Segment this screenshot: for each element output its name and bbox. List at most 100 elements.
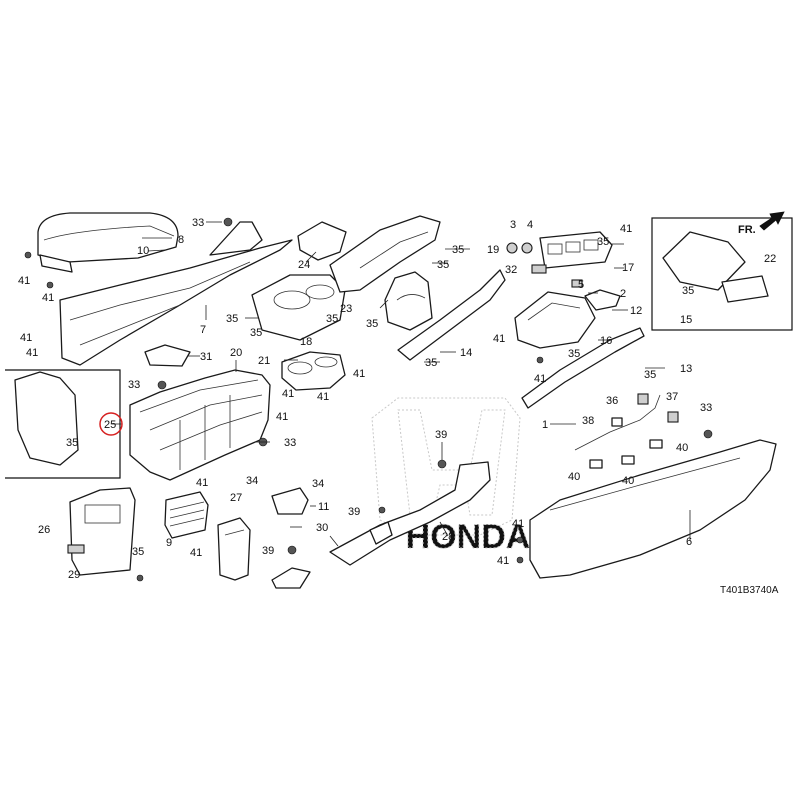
callout-35: 35 — [326, 313, 338, 325]
arrow-icon — [759, 211, 785, 231]
part-duct — [271, 461, 491, 589]
diagram-code: T401B3740A — [720, 585, 779, 596]
callout-11: 11 — [318, 501, 329, 513]
part-bracket-11 — [271, 487, 309, 515]
callout-35: 35 — [568, 348, 580, 360]
callout-41: 41 — [534, 373, 546, 385]
leader-lines — [112, 221, 691, 547]
callout-3: 3 — [510, 219, 516, 231]
inset-box-right — [651, 217, 793, 331]
callout-22: 22 — [764, 253, 776, 265]
callout-41: 41 — [282, 388, 294, 400]
part-tray-16 — [514, 291, 596, 349]
part-console-frame — [129, 369, 271, 481]
callout-35: 35 — [437, 259, 449, 271]
part-bracket-27 — [217, 517, 251, 581]
callout-41: 41 — [317, 391, 329, 403]
callout-33: 33 — [700, 402, 712, 414]
callout-41: 41 — [18, 275, 30, 287]
callout-15: 15 — [680, 314, 692, 326]
callout-40: 40 — [676, 442, 688, 454]
part-rear-panel — [67, 487, 136, 576]
part-bracket-12 — [584, 289, 621, 311]
callout-41: 41 — [196, 477, 208, 489]
callout-41: 41 — [620, 223, 632, 235]
callout-29: 29 — [68, 569, 80, 581]
callout-35: 35 — [250, 327, 262, 339]
part-trim-24 — [297, 221, 347, 261]
callout-39: 39 — [435, 429, 447, 441]
callout-41: 41 — [512, 518, 524, 530]
callout-37: 37 — [666, 391, 678, 403]
callout-31: 31 — [200, 351, 212, 363]
part-harness — [574, 393, 679, 451]
callout-18: 18 — [300, 336, 312, 348]
callout-10: 10 — [137, 245, 149, 257]
callout-38: 38 — [582, 415, 594, 427]
callout-35: 35 — [132, 546, 144, 558]
callout-labels: 33 8 10 24 35 19 35 3 4 41 35 17 32 5 2 … — [18, 217, 776, 581]
part-console-upper-panel — [59, 221, 293, 366]
highlight-circle — [99, 412, 123, 436]
callout-17: 17 — [622, 262, 634, 274]
part-armrest-lid — [37, 212, 179, 273]
part-tray-31 — [144, 344, 191, 367]
callout-25: 25 — [104, 419, 116, 431]
callout-39: 39 — [348, 506, 360, 518]
callout-41: 41 — [26, 347, 38, 359]
part-clips-40 — [589, 439, 663, 469]
callout-4: 4 — [527, 219, 533, 231]
callout-39: 39 — [262, 545, 274, 557]
callout-5: 5 — [578, 279, 584, 291]
callout-33: 33 — [128, 379, 140, 391]
part-shift-trim — [329, 215, 441, 293]
fasteners — [24, 217, 713, 582]
callout-12: 12 — [630, 305, 642, 317]
callout-35: 35 — [366, 318, 378, 330]
part-shift-boot — [384, 271, 433, 331]
callout-35: 35 — [425, 357, 437, 369]
callout-21: 21 — [258, 355, 270, 367]
callout-35: 35 — [226, 313, 238, 325]
honda-watermark: HONDA — [371, 397, 531, 557]
callout-33: 33 — [284, 437, 296, 449]
callout-14: 14 — [460, 347, 472, 359]
callout-7: 7 — [200, 324, 206, 336]
callout-30: 30 — [316, 522, 328, 534]
part-cup-holder — [281, 351, 346, 391]
callout-24: 24 — [298, 259, 310, 271]
callout-41: 41 — [42, 292, 54, 304]
callout-35: 35 — [682, 285, 694, 297]
callout-27: 27 — [230, 492, 242, 504]
part-garnish-14 — [397, 269, 506, 361]
callout-41: 41 — [493, 333, 505, 345]
callout-8: 8 — [178, 234, 184, 246]
callout-33: 33 — [192, 217, 204, 229]
part-tray-15 — [662, 231, 769, 303]
front-arrow-label: FR. — [738, 224, 756, 236]
callout-23: 23 — [340, 303, 352, 315]
part-garnish-13 — [521, 327, 645, 409]
callout-35: 35 — [66, 437, 78, 449]
part-cover-25 — [14, 371, 79, 466]
callout-35: 35 — [597, 236, 609, 248]
callout-35: 35 — [644, 369, 656, 381]
callout-41: 41 — [497, 555, 509, 567]
callout-6: 6 — [686, 536, 692, 548]
watermark-text: HONDA — [406, 518, 531, 556]
callout-28: 28 — [442, 531, 454, 543]
callout-34: 34 — [312, 478, 324, 490]
callout-36: 36 — [606, 395, 618, 407]
callout-20: 20 — [230, 347, 242, 359]
callout-2: 2 — [620, 288, 626, 300]
callout-34: 34 — [246, 475, 258, 487]
callout-41: 41 — [276, 411, 288, 423]
part-side-panel — [529, 439, 777, 579]
callout-19: 19 — [487, 244, 499, 256]
callout-41: 41 — [353, 368, 365, 380]
callout-41: 41 — [190, 547, 202, 559]
callout-16: 16 — [600, 335, 612, 347]
callout-32: 32 — [505, 264, 517, 276]
callout-9: 9 — [166, 537, 172, 549]
